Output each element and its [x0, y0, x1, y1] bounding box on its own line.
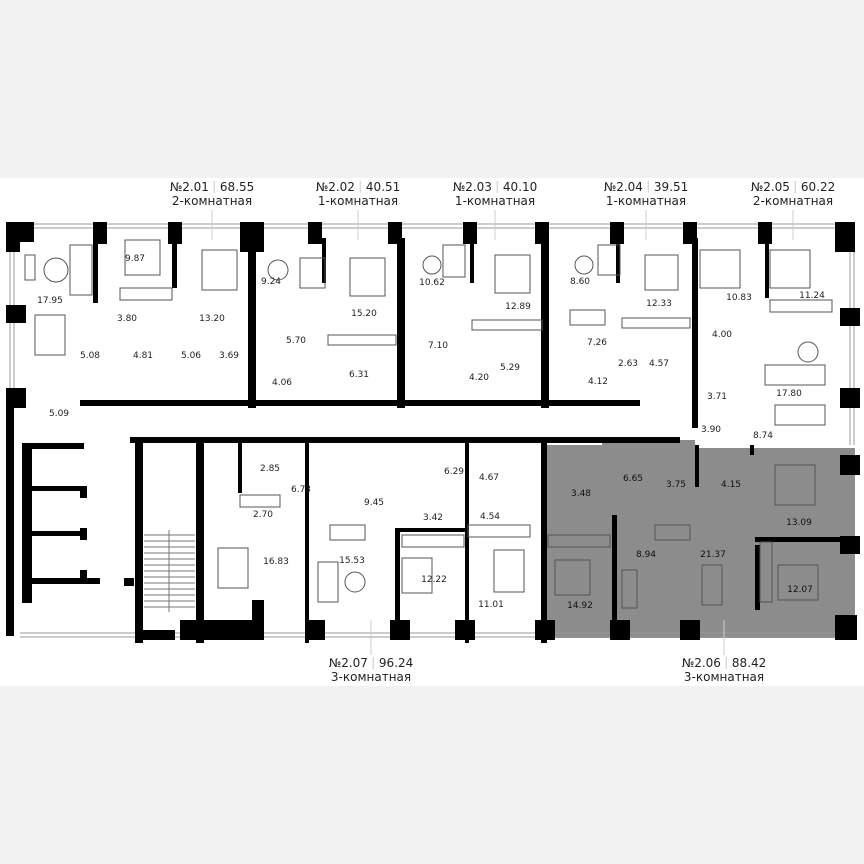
apartment-number: №2.03	[452, 180, 492, 194]
room-area: 14.92	[567, 601, 593, 611]
room-area: 10.83	[726, 293, 752, 303]
room-area: 2.85	[259, 464, 281, 474]
room-area: 11.01	[478, 600, 504, 610]
room-area: 9.24	[260, 277, 282, 287]
room-area: 13.09	[786, 518, 812, 528]
apartment-area: 88.42	[731, 656, 767, 670]
separator	[213, 181, 215, 193]
room-area: 4.81	[132, 351, 154, 361]
room-area: 3.69	[218, 351, 240, 361]
apartment-area: 96.24	[378, 656, 414, 670]
room-area: 12.22	[421, 575, 447, 585]
room-area: 17.80	[776, 389, 802, 399]
apartment-type: 1-комнатная	[454, 194, 536, 208]
separator	[794, 181, 796, 193]
room-area: 12.07	[787, 585, 813, 595]
separator	[372, 657, 374, 669]
room-area: 4.06	[271, 378, 293, 388]
apartment-area: 40.51	[365, 180, 401, 194]
room-area: 6.65	[622, 474, 644, 484]
room-area: 8.94	[635, 550, 657, 560]
room-area: 5.06	[180, 351, 202, 361]
room-area: 4.67	[478, 473, 500, 483]
apartment-number: №2.06	[681, 656, 721, 670]
room-area: 11.24	[799, 291, 825, 301]
apartment-label-2-06[interactable]: №2.06 88.42 3-комнатная	[682, 656, 767, 684]
room-area: 2.63	[617, 359, 639, 369]
room-area: 6.73	[290, 485, 312, 495]
room-area: 9.45	[363, 498, 385, 508]
room-area: 3.48	[570, 489, 592, 499]
floor-plan-drawing	[6, 210, 860, 655]
room-area: 21.37	[700, 550, 726, 560]
room-area: 10.62	[419, 278, 445, 288]
separator	[359, 181, 361, 193]
room-area: 3.42	[422, 513, 444, 523]
floor-plan	[0, 178, 864, 686]
apartment-number: №2.02	[315, 180, 355, 194]
room-area: 3.90	[700, 425, 722, 435]
room-area: 3.71	[706, 392, 728, 402]
apartment-type: 3-комнатная	[330, 670, 412, 684]
apartment-label-2-03[interactable]: №2.03 40.10 1-комнатная	[453, 180, 538, 208]
apartment-label-2-02[interactable]: №2.02 40.51 1-комнатная	[316, 180, 401, 208]
apartment-area: 68.55	[219, 180, 255, 194]
room-area: 13.20	[199, 314, 225, 324]
separator	[496, 181, 498, 193]
apartment-label-2-04[interactable]: №2.04 39.51 1-комнатная	[604, 180, 689, 208]
apartment-number: №2.01	[169, 180, 209, 194]
room-area: 12.89	[505, 302, 531, 312]
apartment-type: 1-комнатная	[605, 194, 687, 208]
room-area: 5.29	[499, 363, 521, 373]
apartment-number: №2.05	[750, 180, 790, 194]
room-area: 2.70	[252, 510, 274, 520]
room-area: 4.15	[720, 480, 742, 490]
apartment-number: №2.04	[603, 180, 643, 194]
room-area: 4.20	[468, 373, 490, 383]
room-area: 4.12	[587, 377, 609, 387]
apartment-label-2-05[interactable]: №2.05 60.22 2-комнатная	[751, 180, 836, 208]
room-area: 5.08	[79, 351, 101, 361]
apartment-type: 2-комнатная	[171, 194, 253, 208]
room-area: 4.54	[479, 512, 501, 522]
room-area: 3.80	[116, 314, 138, 324]
apartment-type: 3-комнатная	[683, 670, 765, 684]
apartment-area: 40.10	[502, 180, 538, 194]
room-area: 7.10	[427, 341, 449, 351]
room-area: 16.83	[263, 557, 289, 567]
apartment-label-2-07[interactable]: №2.07 96.24 3-комнатная	[329, 656, 414, 684]
apartment-label-2-01[interactable]: №2.01 68.55 2-комнатная	[170, 180, 255, 208]
room-area: 9.87	[124, 254, 146, 264]
room-area: 4.00	[711, 330, 733, 340]
apartment-type: 2-комнатная	[752, 194, 834, 208]
separator	[725, 657, 727, 669]
room-area: 3.75	[665, 480, 687, 490]
room-area: 15.20	[351, 309, 377, 319]
apartment-area: 60.22	[800, 180, 836, 194]
separator	[647, 181, 649, 193]
room-area: 15.53	[339, 556, 365, 566]
room-area: 6.29	[443, 467, 465, 477]
room-area: 17.95	[37, 296, 63, 306]
room-area: 7.26	[586, 338, 608, 348]
room-area: 12.33	[646, 299, 672, 309]
room-area: 4.57	[648, 359, 670, 369]
room-area: 5.09	[48, 409, 70, 419]
apartment-type: 1-комнатная	[317, 194, 399, 208]
room-area: 5.70	[285, 336, 307, 346]
room-area: 8.74	[752, 431, 774, 441]
room-area: 6.31	[348, 370, 370, 380]
apartment-number: №2.07	[328, 656, 368, 670]
room-area: 8.60	[569, 277, 591, 287]
apartment-area: 39.51	[653, 180, 689, 194]
